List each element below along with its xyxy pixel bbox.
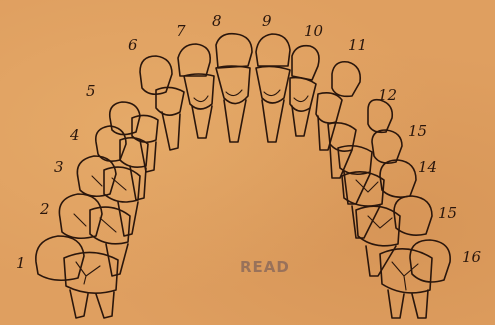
tooth-number-9: 9 (262, 12, 272, 30)
tooth-number-1: 1 (16, 254, 26, 272)
tooth-15-upper (338, 130, 402, 204)
tooth-number-11: 11 (348, 36, 367, 54)
tooth-number-2: 2 (39, 200, 50, 218)
tooth-number-10: 10 (304, 22, 324, 40)
tooth-5 (110, 102, 158, 172)
tooth-number-12: 12 (378, 86, 397, 104)
tooth-number-8: 8 (212, 12, 222, 30)
tooth-number-6: 6 (128, 36, 138, 54)
tooth-number-7: 7 (176, 22, 186, 40)
tooth-9 (256, 34, 290, 142)
tooth-number-14: 14 (418, 158, 437, 176)
tooth-8 (216, 34, 252, 142)
tooth-10 (290, 46, 319, 136)
tooth-number-3: 3 (54, 158, 64, 176)
tooth-1 (36, 236, 118, 318)
tooth-16 (380, 240, 450, 318)
read-stamp: READ (240, 258, 290, 276)
tooth-number-4: 4 (69, 126, 80, 144)
tooth-number-15-upper: 15 (408, 122, 427, 140)
tooth-11 (316, 62, 360, 150)
tooth-6 (140, 56, 184, 150)
tooth-number-16: 16 (462, 248, 482, 266)
tooth-number-5: 5 (86, 82, 96, 100)
tooth-number-15-lower: 15 (438, 204, 457, 222)
